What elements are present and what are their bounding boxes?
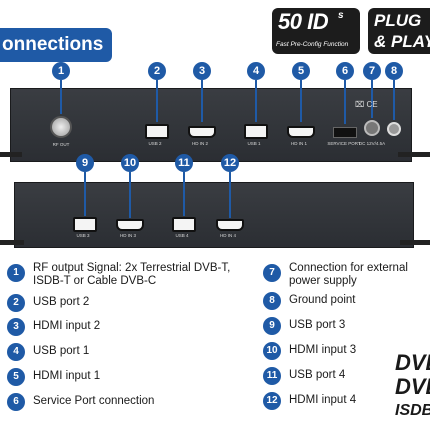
legend-text: USB port 3 [289,319,346,331]
section-title-bar [0,28,112,62]
legend-num: 3 [7,318,25,336]
ids-badge-sub: Fast Pre-Config Function [276,41,349,48]
port-label: USB 3 [76,233,90,238]
port-label: HD IN 2 [191,141,208,146]
dc-power-connector [364,120,380,136]
lead-line [393,80,395,120]
usb-port-2 [145,124,169,139]
lead-line [229,172,231,218]
service-port [333,127,357,138]
port-label: USB 4 [175,233,189,238]
lead-line [156,80,158,122]
legend-num: 2 [7,294,25,312]
callout-9: 9 [76,154,94,172]
legend-num: 11 [263,367,281,385]
legend-num: 4 [7,343,25,361]
legend-text: HDMI input 4 [289,394,357,406]
standards-logos: DVB DVB ISDB [395,350,430,430]
lead-line [129,172,131,218]
plug-play-line1: PLUG [374,11,422,30]
legend-text: HDMI input 2 [33,320,101,332]
legend-num: 9 [263,317,281,335]
legend-num: 12 [263,392,281,410]
dvb-t-logo: DVB [395,350,430,375]
plug-play-badge: PLUG & PLAY [368,8,430,54]
callout-1: 1 [52,62,70,80]
port-label: DC 12V/4.5A [358,141,386,146]
legend-text: HDMI input 1 [33,370,101,382]
device-foot-left [0,152,22,157]
lead-line [255,80,257,122]
legend-num: 10 [263,342,281,360]
port-label: USB 2 [148,141,162,146]
port-label: HD IN 3 [119,233,136,238]
callout-4: 4 [247,62,265,80]
legend-text: Connection for external power supply [289,262,408,287]
isdb-t-logo: ISDB [395,402,430,419]
lead-line [183,172,185,216]
callout-8: 8 [385,62,403,80]
port-label: HD IN 4 [219,233,236,238]
legend-text: Service Port connection [33,395,155,407]
hdmi-input-3 [116,219,144,231]
lead-line [371,80,373,118]
port-label: HD IN 1 [290,141,307,146]
usb-port-1 [244,124,268,139]
ground-point [387,122,401,136]
callout-7: 7 [363,62,381,80]
device-foot-right [400,240,430,245]
hdmi-input-4 [216,219,244,231]
dvb-c-logo: DVB [395,374,430,399]
legend-text: HDMI input 3 [289,344,357,356]
port-label: USB 1 [247,141,261,146]
lead-line [201,80,203,122]
device-rear-bottom [14,182,414,248]
hdmi-input-2 [188,126,216,138]
device-foot-right [398,152,430,157]
usb-port-3 [73,217,97,232]
legend-text: USB port 2 [33,296,90,308]
device-foot-left [0,240,24,245]
usb-port-4 [172,217,196,232]
lead-line [344,80,346,124]
ce-mark: ⌧ CE [355,100,378,109]
legend-text: USB port 1 [33,345,90,357]
legend-text: USB port 4 [289,369,346,381]
legend-text: Ground point [289,294,356,306]
legend-num: 5 [7,368,25,386]
ids-badge: 50 ID s Fast Pre-Config Function [272,8,360,54]
callout-3: 3 [193,62,211,80]
legend-text: RF output Signal: 2x Terrestrial DVB-T, … [33,262,231,287]
ids-badge-big: 50 ID [278,9,329,34]
rf-out-connector [50,116,72,138]
callout-2: 2 [148,62,166,80]
lead-line [84,172,86,216]
legend-num: 7 [263,264,281,282]
port-label: SERVICE PORT [327,141,361,146]
lead-line [60,80,62,114]
section-title: onnections [2,34,104,55]
legend-num: 8 [263,292,281,310]
callout-12: 12 [221,154,239,172]
callout-11: 11 [175,154,193,172]
plug-play-line2: & PLAY [374,32,430,51]
lead-line [300,80,302,122]
callout-10: 10 [121,154,139,172]
ids-badge-sup: s [338,10,344,21]
port-label: RF OUT [52,142,70,147]
callout-5: 5 [292,62,310,80]
callout-6: 6 [336,62,354,80]
hdmi-input-1 [287,126,315,138]
legend-num: 1 [7,264,25,282]
legend-num: 6 [7,393,25,411]
